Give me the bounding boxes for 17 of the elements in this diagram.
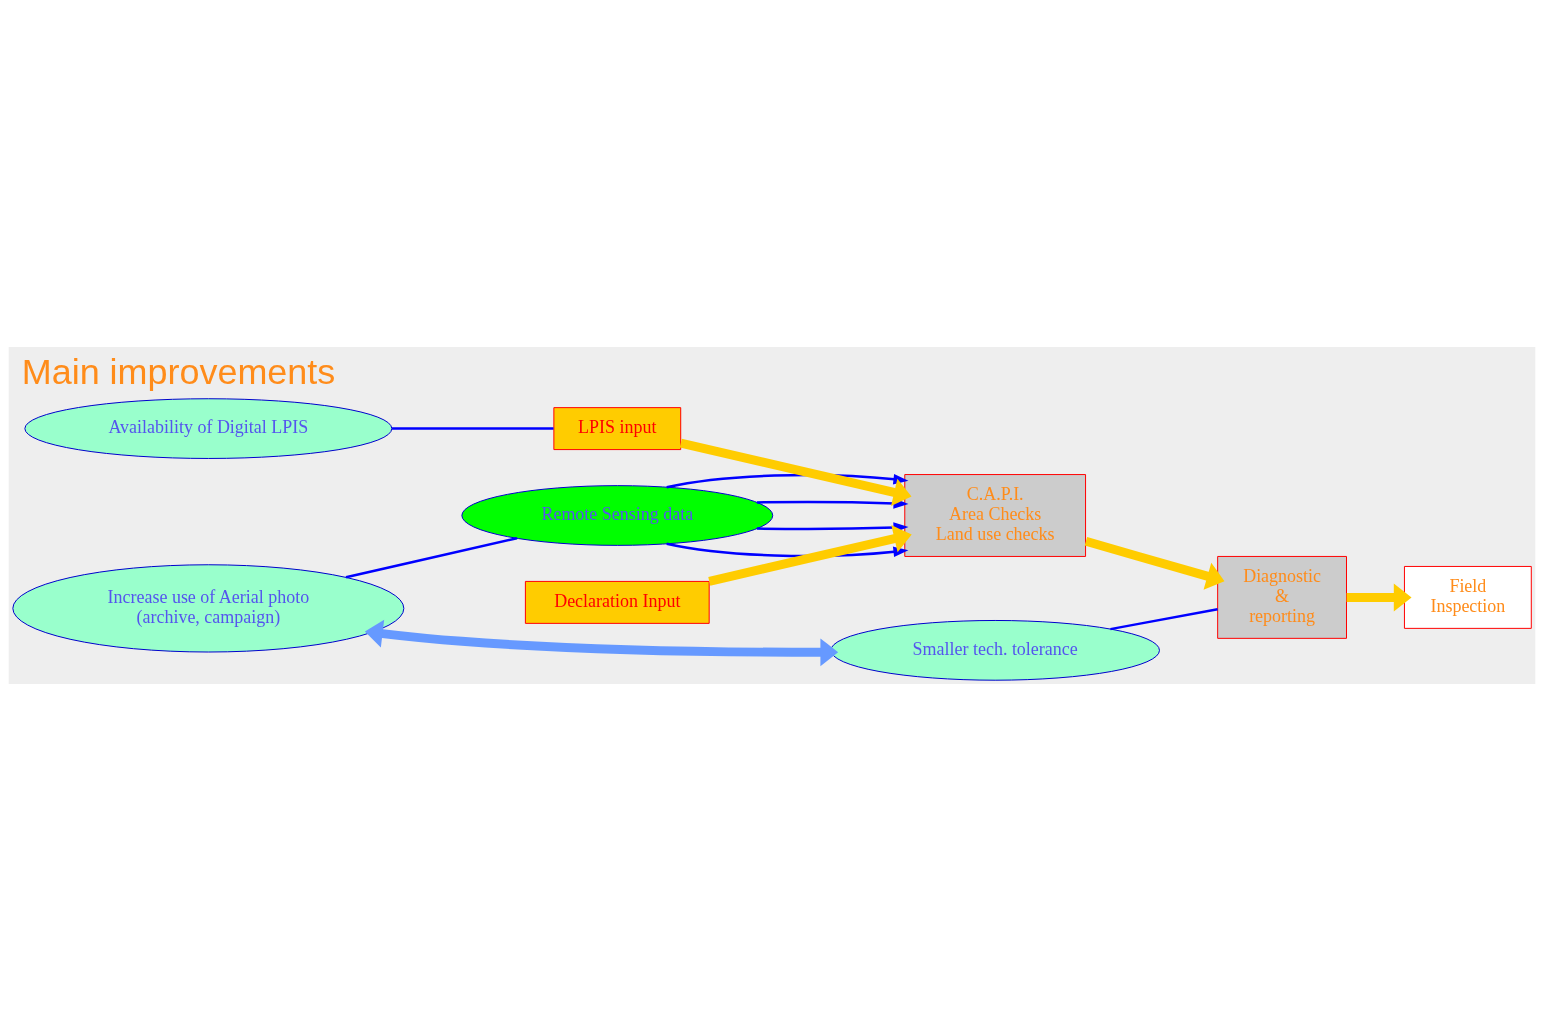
arrow [679, 438, 912, 506]
node-box: C.A.P.I. Area Checks Land use checks [904, 474, 1087, 557]
node-box: Diagnostic & reporting [1217, 555, 1347, 639]
node-ellipse: Remote Sensing data [461, 485, 774, 546]
node-ellipse: Smaller tech. tolerance [830, 620, 1160, 681]
arrow [1084, 537, 1225, 590]
connector [345, 536, 518, 579]
node-ellipse: Availability of Digital LPIS [24, 398, 393, 459]
arrow [1346, 583, 1412, 612]
node-ellipse: Increase use of Aerial photo (archive, campaign) [12, 564, 405, 653]
connector [1110, 607, 1218, 631]
node-box: Field Inspection [1403, 565, 1532, 629]
diagram-title: Main improvements [21, 350, 336, 392]
connector [392, 427, 554, 430]
node-box: LPIS input [553, 407, 682, 451]
arrow [364, 619, 839, 667]
node-box: Declaration Input [524, 580, 710, 624]
